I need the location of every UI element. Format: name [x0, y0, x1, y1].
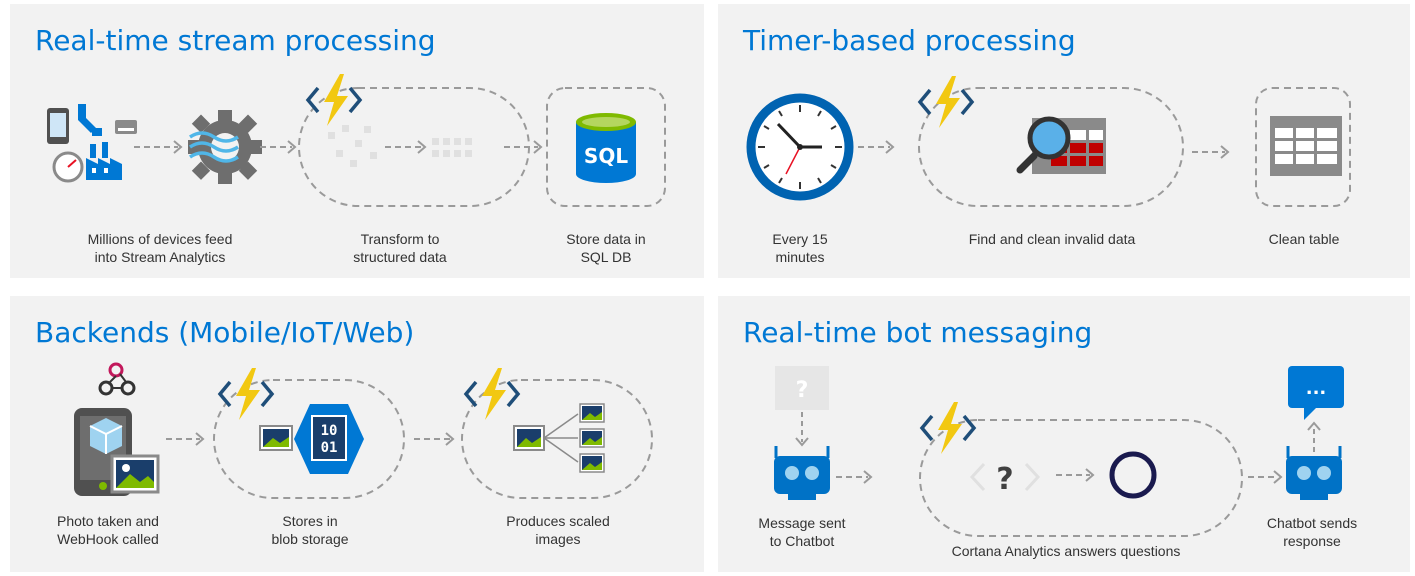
caption-produces: Produces scaled images [506, 513, 610, 547]
tablet-icon [47, 108, 69, 144]
caption-sent: Message sent to Chatbot [758, 515, 846, 549]
caption-store: Store data in SQL DB [566, 231, 646, 265]
factory-icon [86, 142, 122, 180]
caption-sends: Chatbot sends response [1266, 515, 1358, 549]
sql-database-icon [576, 113, 636, 183]
caption-clean: Clean table [1268, 231, 1340, 247]
caption-stores: Stores in blob storage [271, 513, 349, 547]
code-question-icon [969, 462, 1041, 492]
caption-find: Find and clean invalid data [968, 231, 1136, 247]
function-boundary [919, 419, 1243, 537]
flow-arrow [504, 140, 543, 154]
question-bubble-icon [775, 366, 829, 410]
timer-diagram [746, 76, 1351, 207]
scaled-image-icon [579, 403, 605, 423]
azure-functions-icon [305, 74, 363, 126]
flow-arrow [1307, 421, 1321, 452]
caption-cortana: Cortana Analytics answers questions [951, 543, 1181, 559]
function-boundary [213, 379, 405, 499]
photo-icon [259, 425, 293, 451]
bot-diagram: ? ? [774, 366, 1344, 537]
azure-functions-icon [917, 76, 975, 128]
code-question-mark: ? [996, 462, 1013, 497]
stream-analytics-gear-icon [188, 110, 262, 184]
flow-arrow [836, 470, 873, 484]
blob-storage-icon [294, 404, 364, 474]
flow-arrow [260, 140, 297, 154]
flow-arrow [858, 140, 895, 154]
scaled-image-icon [579, 453, 605, 473]
chatbot-icon [1286, 446, 1342, 500]
blob-label-top: 10 [321, 423, 338, 439]
azure-functions-icon [919, 402, 977, 454]
caption-devices: Millions of devices feed into Stream Ana… [87, 231, 233, 265]
photo-icon [110, 454, 160, 494]
azure-functions-icon [463, 368, 521, 420]
flow-arrow [1248, 470, 1283, 484]
azure-functions-icon [217, 368, 275, 420]
flow-arrow [1056, 468, 1095, 482]
caption-transform: Transform to structured data [353, 231, 447, 265]
source-image-icon [513, 425, 545, 451]
flow-arrow [134, 140, 183, 154]
flow-arrow [795, 412, 809, 447]
question-mark: ? [796, 378, 809, 403]
robot-arm-icon [78, 104, 102, 136]
panel-backends: Backends (Mobile/IoT/Web) [10, 296, 704, 572]
function-boundary [461, 379, 653, 499]
function-boundary [918, 87, 1184, 207]
magnifier-icon [1016, 116, 1071, 174]
panel-title: Real-time bot messaging [743, 316, 1093, 349]
cortana-icon [1109, 451, 1157, 499]
panel-timer-processing: Timer-based processing [718, 4, 1410, 278]
panel-bot-messaging: Real-time bot messaging ? [718, 296, 1410, 572]
flow-arrow [166, 432, 205, 446]
unstructured-data-icon [328, 125, 377, 167]
clean-table-icon [1270, 116, 1342, 176]
hard-drive-icon [115, 120, 137, 134]
panel-title: Backends (Mobile/IoT/Web) [35, 316, 415, 349]
panel-title: Timer-based processing [743, 24, 1076, 57]
caption-every: Every 15 minutes [772, 231, 828, 265]
scaled-image-icon [579, 428, 605, 448]
gauge-icon [52, 151, 84, 183]
sql-boundary [546, 87, 666, 207]
panel-title: Real-time stream processing [35, 24, 436, 57]
structured-data-icon [432, 138, 472, 157]
chatbot-icon [774, 446, 830, 500]
caption-photo: Photo taken and WebHook called [57, 513, 159, 547]
clock-icon [746, 93, 854, 201]
flow-arrow [414, 432, 455, 446]
backends-diagram: 10 01 [74, 362, 653, 499]
flow-arrow [1192, 145, 1230, 159]
blob-label-bottom: 01 [321, 440, 338, 456]
panel-stream-processing: Real-time stream processing [10, 4, 704, 278]
table-boundary [1255, 87, 1351, 207]
response-ellipsis: ... [1306, 378, 1327, 399]
stream-diagram: SQL [47, 74, 666, 207]
flow-arrow [385, 140, 427, 154]
response-bubble-icon [1288, 366, 1344, 420]
sql-label: SQL [584, 144, 628, 168]
scale-connector [543, 413, 579, 463]
webhook-icon [98, 362, 136, 396]
